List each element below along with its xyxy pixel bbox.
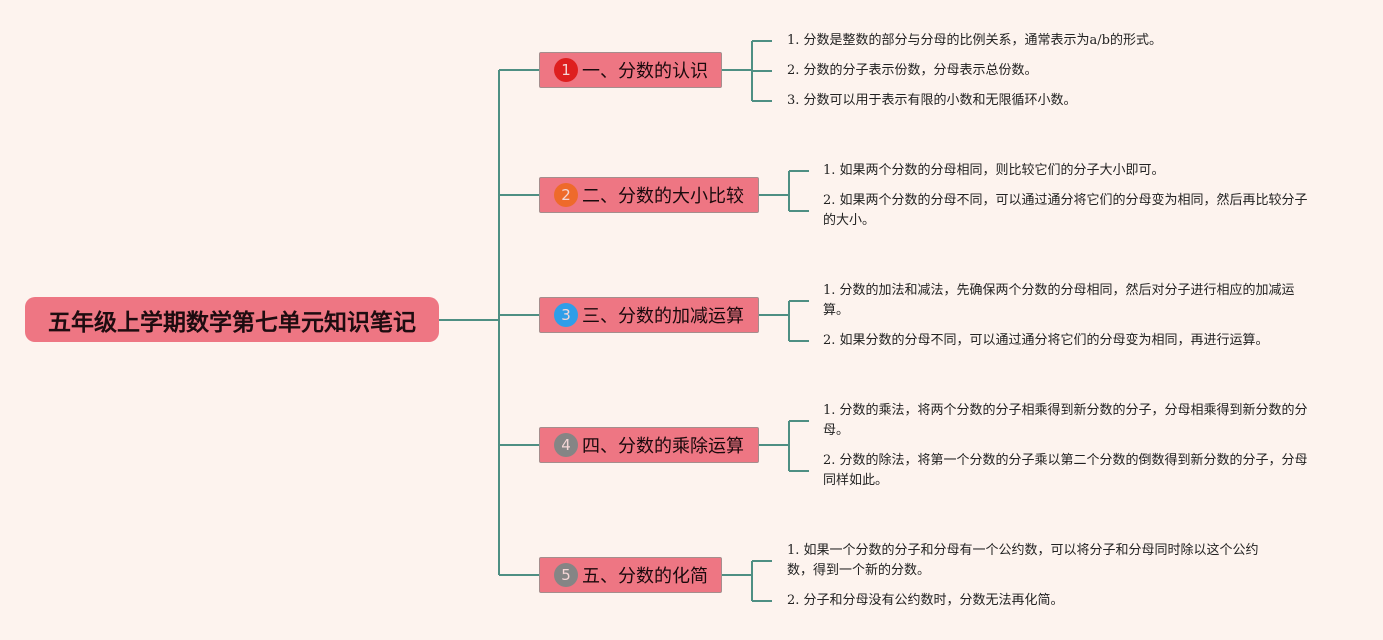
note-1-3: 3. 分数可以用于表示有限的小数和无限循环小数。 (787, 93, 1077, 108)
topic-label: 二、分数的大小比较 (582, 186, 744, 207)
root-node[interactable]: 五年级上学期数学第七单元知识笔记 (25, 297, 439, 342)
note-1-1: 1. 分数是整数的部分与分母的比例关系，通常表示为a/b的形式。 (787, 33, 1162, 48)
note-5-2: 2. 分子和分母没有公约数时，分数无法再化简。 (787, 593, 1064, 608)
topic-node-3[interactable]: 3 三、分数的加减运算 (539, 297, 759, 333)
topic-label: 四、分数的乘除运算 (582, 436, 744, 457)
topic-label: 三、分数的加减运算 (582, 306, 744, 327)
number-badge-icon: 1 (554, 58, 578, 82)
topic-node-1[interactable]: 1 一、分数的认识 (539, 52, 722, 88)
note-2-2: 2. 如果两个分数的分母不同，可以通过通分将它们的分母变为相同，然后再比较分子的… (823, 193, 1308, 228)
topic-node-5[interactable]: 5 五、分数的化简 (539, 557, 722, 593)
note-1-2: 2. 分数的分子表示份数，分母表示总份数。 (787, 63, 1038, 78)
number-badge-icon: 2 (554, 183, 578, 207)
root-title: 五年级上学期数学第七单元知识笔记 (48, 309, 416, 336)
note-3-1: 1. 分数的加法和减法，先确保两个分数的分母相同，然后对分子进行相应的加减运算。 (823, 283, 1295, 318)
note-2-1: 1. 如果两个分数的分母相同，则比较它们的分子大小即可。 (823, 163, 1165, 178)
topic-node-4[interactable]: 4 四、分数的乘除运算 (539, 427, 759, 463)
note-5-1: 1. 如果一个分数的分子和分母有一个公约数，可以将分子和分母同时除以这个公约数，… (787, 543, 1259, 578)
note-4-2: 2. 分数的除法，将第一个分数的分子乘以第二个分数的倒数得到新分数的分子，分母同… (823, 453, 1308, 488)
topic-label: 一、分数的认识 (582, 61, 708, 82)
number-badge-icon: 3 (554, 303, 578, 327)
note-3-2: 2. 如果分数的分母不同，可以通过通分将它们的分母变为相同，再进行运算。 (823, 333, 1269, 348)
note-4-1: 1. 分数的乘法，将两个分数的分子相乘得到新分数的分子，分母相乘得到新分数的分母… (823, 403, 1308, 438)
topic-label: 五、分数的化简 (582, 566, 708, 587)
number-badge-icon: 4 (554, 433, 578, 457)
number-badge-icon: 5 (554, 563, 578, 587)
topic-node-2[interactable]: 2 二、分数的大小比较 (539, 177, 759, 213)
